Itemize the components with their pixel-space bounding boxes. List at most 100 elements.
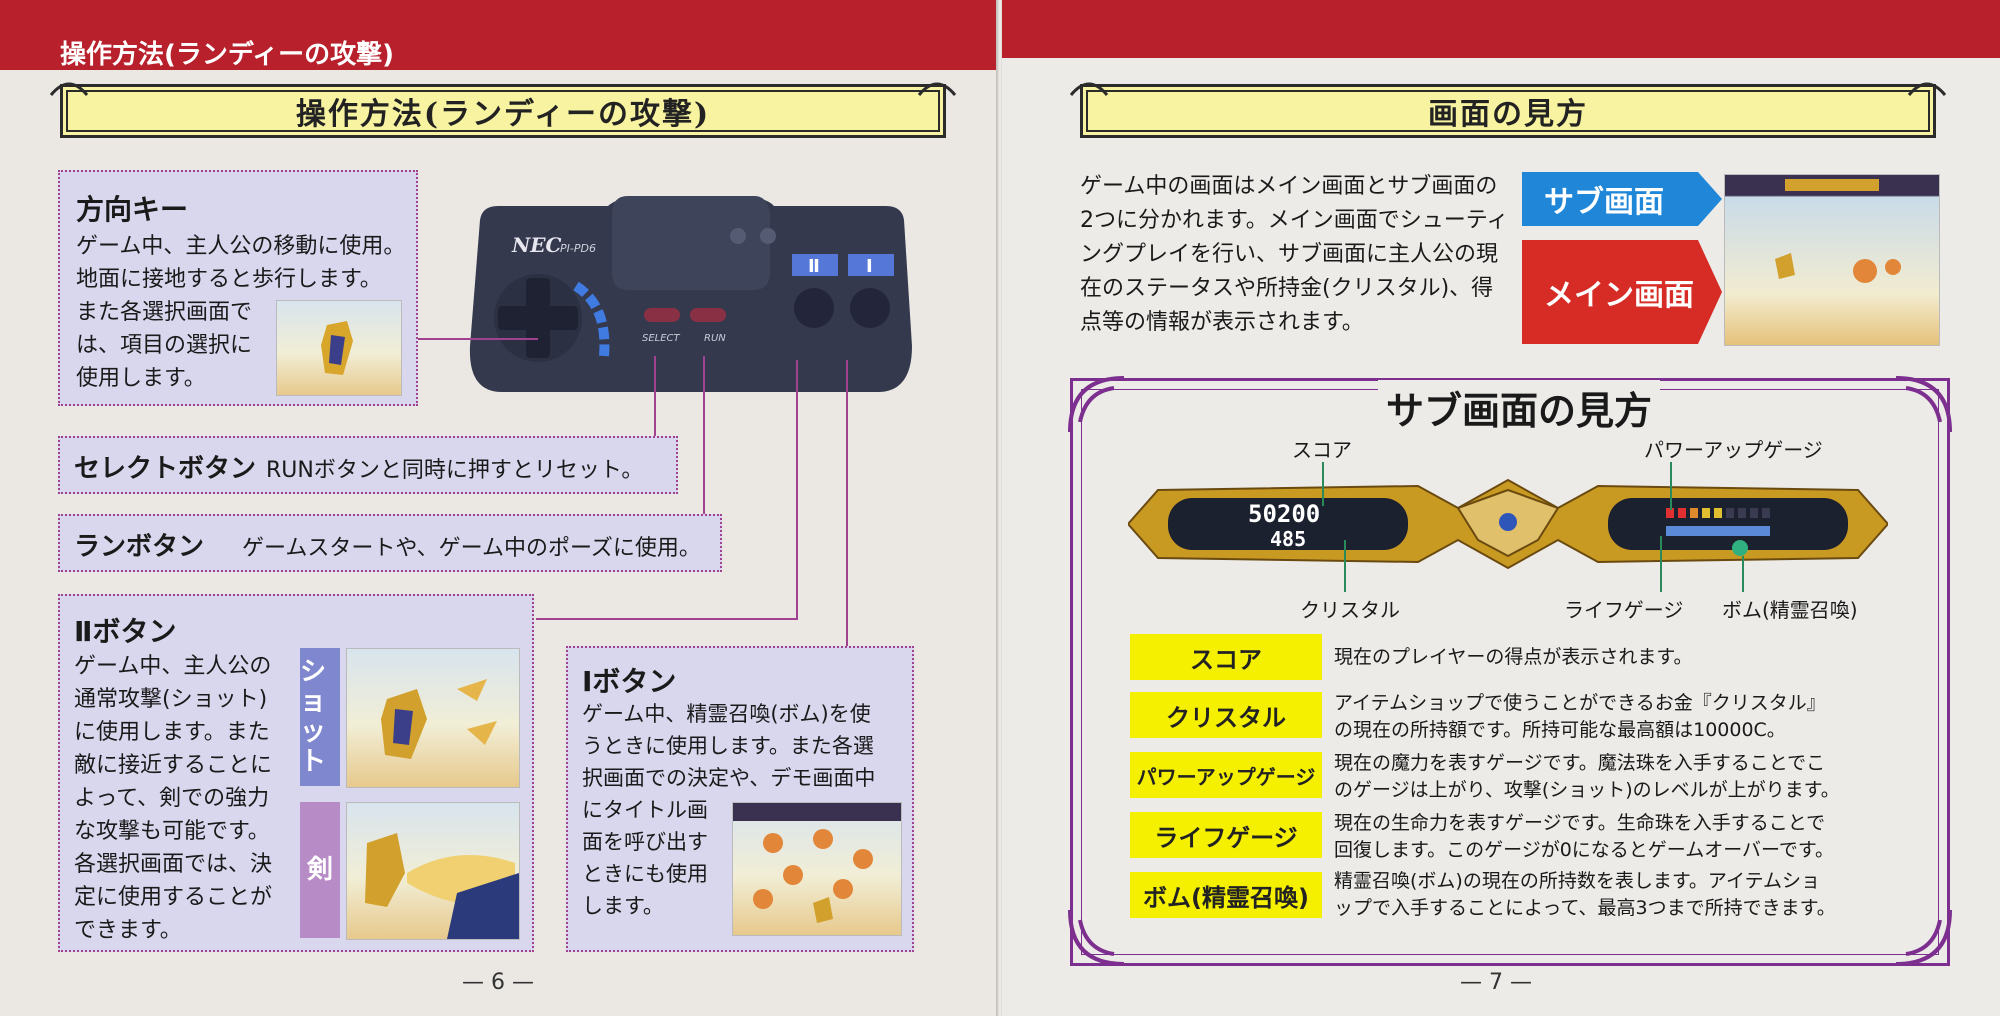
text-line: また各選択画面で <box>76 300 253 325</box>
text-line: アイテムショップで使うことができるお金『クリスタル』 <box>1334 692 1826 714</box>
callout-powerup: パワーアップゲージ <box>1644 438 1823 462</box>
text-line: します。 <box>582 894 664 918</box>
legend-desc-crystal: アイテムショップで使うことができるお金『クリスタル』 の現在の所持額です。所持可… <box>1334 690 1894 744</box>
brand-label: NEC <box>511 233 562 257</box>
text-line: 敵に接近することに <box>74 753 273 778</box>
select-button-text: RUNボタンと同時に押すとリセット。 <box>266 458 644 483</box>
game-scene-icon <box>1775 179 1901 283</box>
page-number-right: — 7 — <box>1460 970 1532 995</box>
text-line: ップで入手することによって、最高3つまで所持できます。 <box>1334 897 1836 919</box>
corner-ornament-icon <box>1895 909 1952 966</box>
intro-text: ゲーム中の画面はメイン画面とサブ画面の 2つに分かれます。メイン画面でシューティ… <box>1080 170 1520 340</box>
text-line: 現在の生命力を表すゲージです。生命珠を入手することで <box>1334 812 1826 834</box>
text-line: 各選択画面では、決 <box>74 852 273 877</box>
text-line: 点等の情報が表示されます。 <box>1080 310 1364 335</box>
button1-label-icon: Ⅰ <box>866 256 873 277</box>
left-page: 操作方法(ランディーの攻撃) 操作方法(ランディーの攻撃) 方向キー ゲーム中、… <box>0 0 998 1016</box>
button2-label-icon: Ⅱ <box>808 256 820 277</box>
run-button-label: ランボタン <box>74 532 205 562</box>
sub-screen-hud: 50200 485 <box>1128 478 1888 570</box>
text-line: ングプレイを行い、サブ画面に主人公の現 <box>1080 242 1499 267</box>
text-line: な攻撃も可能です。 <box>74 819 270 844</box>
text-line: 精霊召喚(ボム)の現在の所持数を表します。アイテムショ <box>1334 870 1821 892</box>
select-button-label: セレクトボタン <box>74 454 257 484</box>
text-line: 回復します。このゲージが0になるとゲームオーバーです。 <box>1334 839 1835 861</box>
section-header: 操作方法(ランディーの攻撃) <box>60 40 394 70</box>
ornament-icon <box>917 82 957 96</box>
callout-bomb: ボム(精霊召喚) <box>1722 598 1858 622</box>
shot-scene-icon <box>381 679 497 759</box>
legend-label-bomb: ボム(精霊召喚) <box>1130 872 1322 918</box>
legend-label-life: ライフゲージ <box>1130 812 1322 858</box>
legend-desc-life: 現在の生命力を表すゲージです。生命珠を入手することで 回復します。このゲージが0… <box>1334 810 1894 864</box>
left-banner-title: 操作方法(ランディーの攻撃) <box>295 97 711 132</box>
text-line: の現在の所持額です。所持可能な最高額は10000C。 <box>1334 719 1786 741</box>
button1-box: Ⅰボタン ゲーム中、精霊召喚(ボム)を使 うときに使用します。また各選 択画面で… <box>566 646 914 952</box>
page-number-left: — 6 — <box>462 970 534 995</box>
text-line: 在のステータスや所持金(クリスタル)、得 <box>1080 276 1494 301</box>
text-line: 2つに分かれます。メイン画面でシューティ <box>1080 208 1509 233</box>
demo-screenshot <box>732 802 902 936</box>
sub-screen-tag: サブ画面 <box>1522 172 1722 226</box>
header-bar: 操作方法(ランディーの攻撃) <box>0 0 998 70</box>
text-line: のゲージは上がり、攻撃(ショット)のレベルが上がります。 <box>1334 779 1840 801</box>
shot-tag: ショット <box>300 648 340 786</box>
button1-text: ゲーム中、精霊召喚(ボム)を使 うときに使用します。また各選 択画面での決定や、… <box>582 698 906 922</box>
dpad-box: 方向キー ゲーム中、主人公の移動に使用。 地面に接地すると歩行します。 また各選… <box>58 170 418 406</box>
run-button-strip: ランボタン ゲームスタートや、ゲーム中のポーズに使用。 <box>58 514 722 572</box>
shot-screenshot <box>346 648 520 788</box>
sword-screenshot <box>346 802 520 940</box>
demo-scene-icon <box>733 803 901 923</box>
connector-line <box>654 356 656 436</box>
text-line: ゲーム中、主人公の <box>74 654 272 679</box>
life-gauge <box>1666 526 1770 536</box>
main-screen-tag: メイン画面 <box>1522 240 1722 344</box>
text-line: よって、剣での強力 <box>74 786 270 811</box>
select-button-strip: セレクトボタン RUNボタンと同時に押すとリセット。 <box>58 436 678 494</box>
legend-label-crystal: クリスタル <box>1130 692 1322 738</box>
text-line: ゲーム中の画面はメイン画面とサブ画面の <box>1080 174 1498 199</box>
legend-label-score: スコア <box>1130 634 1322 680</box>
text-line: に使用します。また <box>74 720 270 745</box>
text-line: できます。 <box>74 918 182 943</box>
button2-text: ゲーム中、主人公の 通常攻撃(ショット) に使用します。また 敵に接近することに… <box>74 650 310 947</box>
ornament-icon <box>49 82 89 96</box>
sword-scene-icon <box>365 833 519 939</box>
corner-ornament-icon <box>1068 376 1125 433</box>
connector-line <box>846 360 848 646</box>
gamepad-image: NEC PI-PD6 Ⅱ Ⅰ SELECT RUN <box>469 196 912 392</box>
text-line: ゲーム中、精霊召喚(ボム)を使 <box>582 702 871 726</box>
callout-score: スコア <box>1292 438 1352 462</box>
dpad-heading: 方向キー <box>76 193 189 226</box>
run-text: RUN <box>704 333 726 344</box>
button1-heading: Ⅰボタン <box>582 665 677 698</box>
text-line: ゲーム中、主人公の移動に使用。 <box>76 234 406 259</box>
text-line: 面を呼び出す <box>582 830 708 854</box>
corner-ornament-icon <box>1068 909 1125 966</box>
legend-desc-score: 現在のプレイヤーの得点が表示されます。 <box>1334 644 1894 671</box>
hud-score-value: 50200 <box>1248 500 1320 528</box>
run-button-text: ゲームスタートや、ゲーム中のポーズに使用。 <box>242 536 701 561</box>
powerup-gauge <box>1666 508 1770 518</box>
text-line: ときにも使用 <box>582 862 708 886</box>
right-banner: 画面の見方 <box>1069 82 1947 138</box>
text-line: 通常攻撃(ショット) <box>74 687 268 712</box>
connector-line <box>703 356 705 516</box>
header-bar-right <box>1002 0 2000 58</box>
bomb-icon <box>1732 540 1748 556</box>
text-line: 択画面での決定や、デモ画面中 <box>582 766 876 790</box>
legend-desc-powerup: 現在の魔力を表すゲージです。魔法珠を入手することでこ のゲージは上がり、攻撃(シ… <box>1334 750 1894 804</box>
text-line: 地面に接地すると歩行します。 <box>76 267 382 292</box>
right-banner-title: 画面の見方 <box>1428 97 1588 132</box>
text-line: 定に使用することが <box>74 885 273 910</box>
hud-crystal-value: 485 <box>1270 527 1306 551</box>
ornament-icon <box>1069 82 1109 96</box>
button2-box: Ⅱボタン ゲーム中、主人公の 通常攻撃(ショット) に使用します。また 敵に接近… <box>58 594 534 952</box>
book-spine <box>996 0 1004 1016</box>
corner-ornament-icon <box>1895 376 1952 433</box>
text-line: 現在のプレイヤーの得点が表示されます。 <box>1334 646 1693 668</box>
callout-line <box>1344 540 1346 592</box>
callout-crystal: クリスタル <box>1300 598 1400 622</box>
button2-heading: Ⅱボタン <box>74 615 177 648</box>
ornament-icon <box>1907 82 1947 96</box>
